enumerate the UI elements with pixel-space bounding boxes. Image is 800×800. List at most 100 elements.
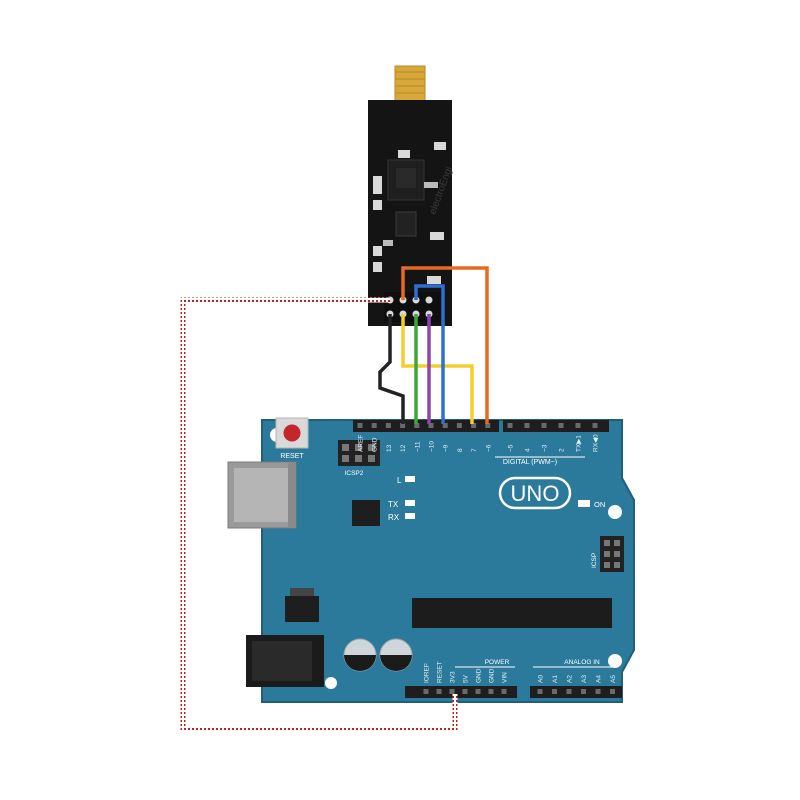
power-pin-labels: IOREF RESET 3V3 5V GND GND VIN [424,661,509,683]
mounting-hole [608,654,622,668]
led-rx-label: RX [388,513,400,522]
header-pin-hole [357,423,363,428]
pin-label: ~6 [485,444,492,452]
pin-label: A0 [538,675,545,683]
header-pin-hole [414,423,420,428]
header-pin-hole [423,689,429,694]
capacitor-2 [379,638,413,672]
pin-label: ~3 [542,444,549,452]
header-pin-hole [592,423,598,428]
reset-button[interactable] [275,417,309,449]
header-pin-hole [449,689,455,694]
uno-logo: UNO [498,476,572,510]
pin-label: GND [489,668,496,683]
header-pin-hole [400,423,406,428]
arduino-board: RESET ICSP2 L TX RX UNO ON [227,417,635,703]
pin-label: A5 [610,675,617,683]
icsp2-label: ICSP2 [345,470,364,477]
led-l-label: L [397,476,402,485]
pin-label: ~9 [443,444,450,452]
header-pin-hole [595,689,601,694]
icsp-label: ICSP [591,553,598,568]
pin-label: 7 [471,448,478,452]
pin-label: IOREF [424,663,431,683]
analog-pin-labels: A0 A1 A2 A3 A4 A5 [538,675,618,683]
pin-label: AREF [358,435,365,452]
atmega328-chip [412,598,612,628]
header-pin-hole [537,689,543,694]
capacitor-1 [343,638,377,672]
pin-label: A1 [552,675,559,683]
led-on [578,500,590,507]
led-l [405,476,415,482]
header-pin-hole [442,423,448,428]
header-pin-hole [475,689,481,694]
digital-pin-labels: AREF GND 13 12 ~11 ~10 ~9 8 7 ~6 ~5 4 ~3 2 TX▶1 RX◀0 [358,434,600,452]
voltage-regulator [285,588,319,622]
reset-label: RESET [280,453,304,460]
header-pin-hole [566,689,572,694]
icsp2-header [338,440,380,466]
pin-label: 13 [386,444,393,452]
pin-label: 4 [525,448,532,452]
usb-connector [227,461,297,529]
pin-label: 3V3 [450,671,457,683]
pin-label: ~5 [508,444,515,452]
pin-label: RESET [437,661,444,683]
pin-label: A3 [581,675,588,683]
analog-label: ANALOG IN [564,659,600,666]
power-header [405,686,517,698]
header-pin-hole [436,689,442,694]
pin-label: ~11 [414,441,421,452]
header-pin-hole [462,689,468,694]
header-pin-hole [541,423,547,428]
pin-label: 2 [559,448,566,452]
header-pin-hole [558,423,564,428]
pin-label: 12 [400,444,407,452]
pin-label: ~10 [429,441,436,452]
pin-label: GND [476,668,483,683]
header-pin-hole [507,423,513,428]
header-pin-hole [485,423,491,428]
pin-label: TX▶1 [576,435,583,452]
pin-label: VIN [502,672,509,683]
nrf24l01-module: electroEngi [368,65,455,326]
pin-label: A2 [567,675,574,683]
module-pin-header [384,292,442,322]
pin-label: 5V [463,674,470,683]
led-tx-label: TX [388,500,399,509]
header-pin-hole [488,689,494,694]
dc-power-jack [246,635,324,687]
header-pin-hole [524,423,530,428]
header-pin-hole [552,689,557,694]
pin-label: GND [372,437,379,452]
header-pin-hole [456,423,462,428]
wire-3v3-vcc [180,297,458,732]
header-pin-hole [575,423,581,428]
pin-label: RX◀0 [593,434,600,452]
wire-orange [401,266,489,424]
usb-chip [352,500,380,526]
header-pin-hole [581,689,586,694]
digital-header [353,420,609,432]
wires [180,266,489,732]
header-pin-hole [428,423,434,428]
led-rx [405,513,415,519]
pin-label: A4 [596,675,603,683]
led-on-label: ON [594,500,605,509]
header-pin-hole [610,689,615,694]
wire-yellow [401,314,474,424]
icsp-header [600,536,624,572]
led-tx [405,500,415,506]
wire-blue [414,284,445,424]
wire-gnd [378,314,405,424]
header-pin-hole [471,423,477,428]
pin-label: 8 [457,448,464,452]
digital-label: DIGITAL (PWM~) [503,459,557,466]
header-pin-hole [385,423,391,428]
svg-text:UNO: UNO [511,481,560,506]
mounting-hole [325,677,337,689]
analog-header [530,686,622,698]
